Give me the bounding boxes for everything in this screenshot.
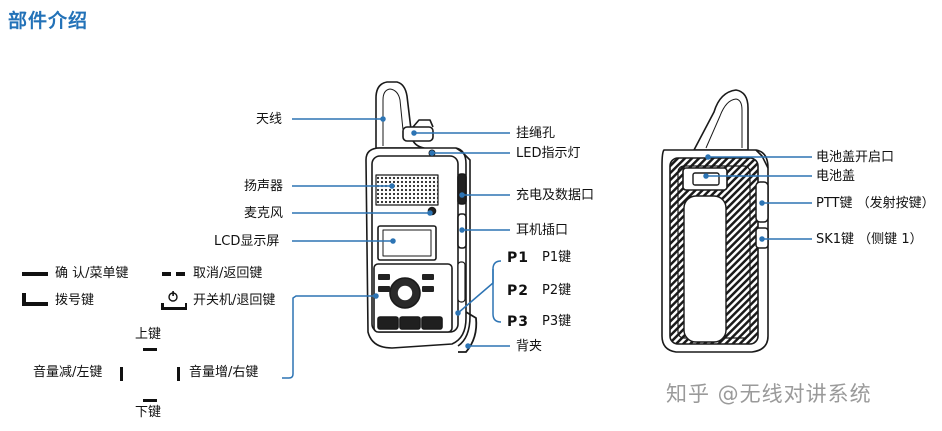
p1-key-shape [377,316,399,330]
label-p1: P1键 [542,250,572,265]
up-key-icon [143,348,157,351]
lanyard-hole-shape [402,126,434,142]
confirm-menu-key-icon [22,272,48,276]
label-up: 上键 [135,327,162,342]
label-led: LED指示灯 [516,146,581,161]
lcd-screen [382,229,432,257]
back-radio [661,89,769,353]
p2-symbol: P2 [507,283,530,299]
label-power-exit: 开关机/退回键 [193,293,276,308]
front-radio [365,81,478,353]
label-microphone: 麦克风 [244,206,284,221]
label-lcd: LCD显示屏 [214,234,280,249]
label-earphone-jack: 耳机插口 [516,223,569,238]
label-lanyard-hole: 挂绳孔 [516,126,556,141]
p3-key-shape [421,316,443,330]
label-p2: P2键 [542,283,572,298]
watermark: 知乎 @无线对讲系统 [666,382,872,406]
label-antenna: 天线 [256,112,283,127]
label-vol-up-right: 音量增/右键 [189,365,259,380]
right-key-icon [177,367,180,381]
charge-port-shape [457,173,467,205]
label-charge-port: 充电及数据口 [516,188,595,203]
label-battery-cover: 电池盖 [816,169,856,184]
label-speaker: 扬声器 [244,179,284,194]
page-title: 部件介绍 [8,10,89,32]
battery-cover-window [683,195,727,343]
left-key-icon [120,367,123,381]
label-cancel-back: 取消/返回键 [193,266,263,281]
p3-symbol: P3 [507,314,530,330]
key-legend-icons [22,272,187,402]
label-battery-latch: 电池盖开启口 [816,150,895,165]
label-p3: P3键 [542,314,572,329]
label-sk1: SK1键 （侧键 1） [816,232,923,247]
antenna-shape [375,81,425,149]
cancel-back-key-icon-b [176,272,185,276]
label-vol-down-left: 音量减/左键 [33,365,103,380]
back-antenna [693,89,749,151]
label-back-clip: 背夹 [516,339,543,354]
label-dial: 拨号键 [55,293,95,308]
p1-symbol: P1 [507,250,530,266]
cancel-back-key-icon-a [162,272,171,276]
power-key-icon [161,291,187,310]
dial-key-icon [22,293,48,306]
down-key-icon [143,399,157,402]
label-ptt: PTT键 （发射按键） [816,196,935,211]
p2-key-shape [399,316,421,330]
leader-lines [282,116,812,379]
speaker-grille [375,174,439,206]
label-down: 下键 [135,405,162,420]
back-clip-shape [458,311,478,353]
label-confirm-menu: 确 认/菜单键 [55,266,129,281]
